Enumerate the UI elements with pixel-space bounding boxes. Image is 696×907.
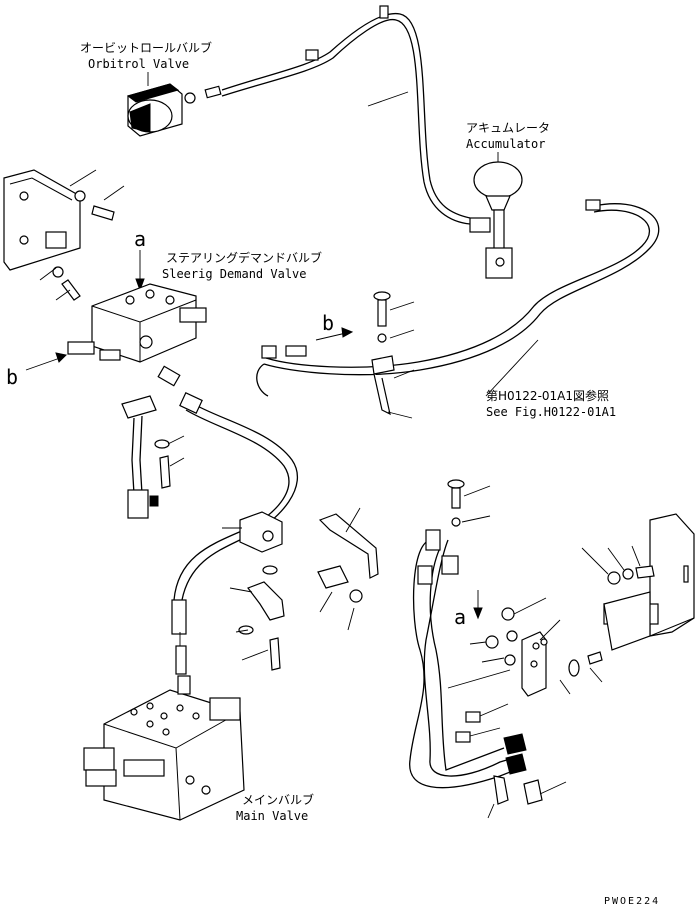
view-b-marker-left: b — [6, 365, 18, 389]
view-a-marker-top: a — [134, 227, 146, 251]
view-a-marker-right: a — [454, 605, 466, 629]
steering-demand-valve-label-jp: ステアリングデマンドバルブ — [166, 250, 322, 265]
hose-demand-to-main — [181, 401, 298, 601]
orbitrol-valve — [126, 72, 222, 137]
adapter-left — [285, 345, 307, 357]
steering-demand-valve — [67, 283, 207, 363]
elbow-fitting-demand-valve — [157, 365, 181, 387]
bolt-bracket-right — [317, 565, 363, 631]
bolt-bracket-lower — [39, 266, 81, 301]
accumulator — [469, 152, 523, 279]
hose-loop-left — [256, 363, 269, 397]
hose-to-fig-h0122 — [263, 203, 660, 376]
hose-clamp-middle — [371, 291, 415, 419]
leader-see-fig — [485, 339, 539, 397]
orbitrol-valve-label-jp: オービットロールバルブ — [80, 40, 212, 55]
fitting-main-valve-top — [175, 632, 187, 675]
drawing-code: PWOE224 — [604, 896, 660, 907]
bolt-clip — [235, 565, 281, 671]
hose-clamp-block — [239, 511, 283, 553]
fitting-u-left — [425, 529, 441, 551]
hose-demand-to-main-inner — [173, 409, 290, 601]
fitting-u-right — [441, 555, 459, 575]
view-b-marker-middle: b — [322, 311, 334, 335]
hose-to-fig-h0122-inner — [265, 209, 650, 368]
right-bracket-plate — [603, 513, 695, 651]
hose-clamp-upper — [305, 49, 319, 61]
hose-u-outer — [409, 539, 521, 789]
hose-clamp-top — [379, 5, 389, 19]
bolt-right-bracket — [559, 545, 655, 695]
hose-bracket — [318, 507, 379, 579]
arrow-a-right — [473, 590, 483, 620]
hose-end-fitting-lower — [171, 599, 187, 635]
bolt-right-upper — [447, 479, 491, 527]
see-fig-label-jp: 第H0122-01A1図参照 — [486, 388, 609, 403]
bolt-sensor — [154, 435, 185, 489]
orbitrol-valve-label-en: Orbitrol Valve — [88, 57, 189, 71]
hose-orbitrol-to-accumulator — [221, 12, 471, 219]
hose-end-fitting-upper — [179, 392, 203, 414]
end-fittings-lower-right — [487, 733, 567, 819]
main-valve-label-en: Main Valve — [236, 809, 308, 823]
hose-end-left — [261, 345, 277, 359]
see-fig-label-en: See Fig.H0122-01A1 — [486, 405, 616, 419]
hose-end-right-top — [585, 199, 601, 211]
accumulator-label-en: Accumulator — [466, 137, 545, 151]
arrow-a-down — [135, 250, 145, 292]
junction-block — [469, 597, 561, 697]
leader-hose-upper — [367, 91, 409, 107]
steering-demand-valve-label-en: Sleerig Demand Valve — [162, 267, 307, 281]
bolt-bracket-upper — [69, 169, 125, 221]
hose-u-inner — [423, 539, 521, 777]
pressure-sensor-harness — [121, 395, 159, 519]
main-valve — [83, 675, 245, 821]
accumulator-label-jp: アキュムレータ — [466, 121, 550, 135]
fitting-u-mid — [417, 565, 433, 585]
hose-clips-lower — [455, 703, 509, 743]
mounting-bracket-plate — [3, 169, 81, 271]
arrow-b-middle — [315, 327, 354, 341]
leader-u-hose — [447, 669, 511, 689]
main-valve-label-jp: メインバルブ — [242, 792, 314, 807]
hose-orbitrol-to-accumulator-inner — [221, 19, 471, 225]
hose-clip — [229, 581, 285, 621]
arrow-b-left — [25, 352, 68, 371]
